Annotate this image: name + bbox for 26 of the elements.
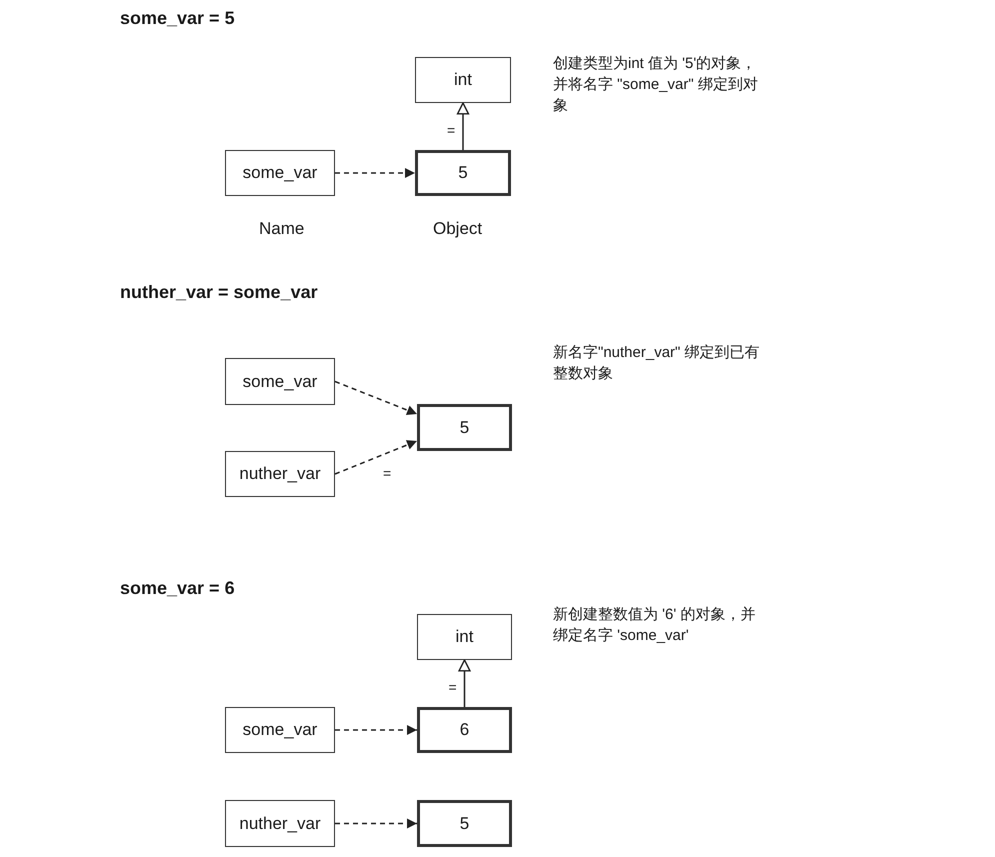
object-box: 6 <box>417 707 512 753</box>
object-box: 5 <box>415 150 511 196</box>
name-box: int <box>415 57 511 103</box>
name-box: int <box>417 614 512 660</box>
arrow <box>334 380 418 415</box>
heading: some_var = 5 <box>120 8 235 29</box>
note-text: 新创建整数值为 '6' 的对象，并绑定名字 'some_var' <box>553 605 756 646</box>
name-box: some_var <box>225 358 335 405</box>
heading: nuther_var = some_var <box>120 282 318 303</box>
arrow <box>335 725 417 735</box>
arrow <box>335 168 415 178</box>
column-caption: Object <box>433 219 482 239</box>
name-box: nuther_var <box>225 451 335 497</box>
note-text: 新名字"nuther_var" 绑定到已有整数对象 <box>553 343 761 384</box>
arrow <box>334 440 418 475</box>
object-box: 5 <box>417 404 512 451</box>
arrow <box>335 818 417 828</box>
object-box: 5 <box>417 800 512 847</box>
arrow <box>456 102 470 150</box>
column-caption: Name <box>259 219 304 239</box>
arrow <box>458 659 471 707</box>
name-box: some_var <box>225 150 335 196</box>
note-text: 创建类型为int 值为 '5'的对象，并将名字 "some_var" 绑定到对象 <box>553 54 759 116</box>
heading: some_var = 6 <box>120 578 235 599</box>
name-box: nuther_var <box>225 800 335 847</box>
name-box: some_var <box>225 707 335 753</box>
